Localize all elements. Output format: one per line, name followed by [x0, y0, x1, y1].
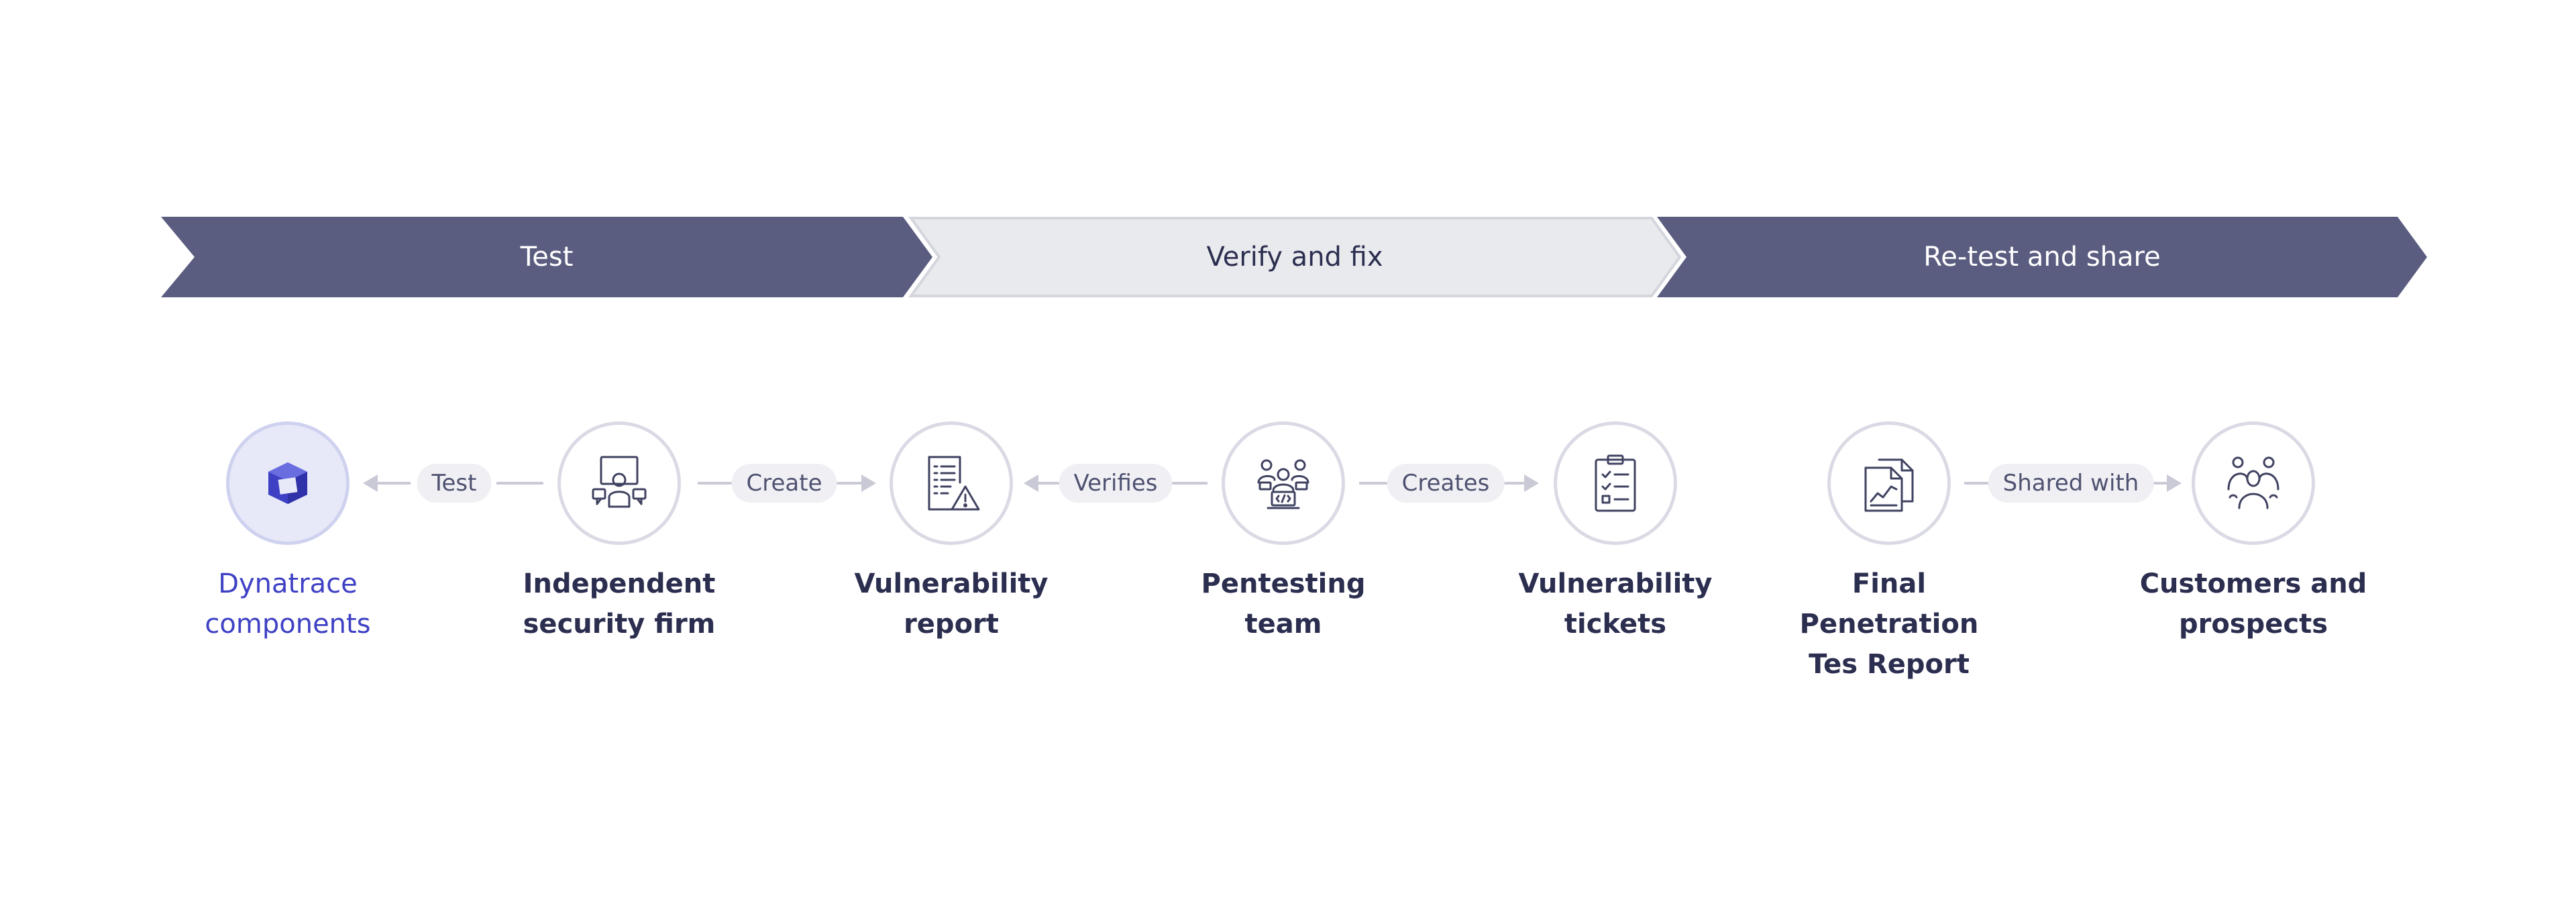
label-line: security firm	[523, 609, 716, 640]
phase-retest-shape	[1657, 217, 2427, 297]
edge-label-verifies: Verifies	[1059, 464, 1173, 503]
edge-label-creates: Creates	[1387, 464, 1505, 503]
label-pentesting-team: Pentesting team	[1163, 564, 1404, 644]
phase-retest-label: Re-test and share	[1923, 242, 2161, 272]
label-independent-security-firm: Independent security firm	[498, 564, 740, 644]
edge-label-create: Create	[731, 464, 837, 503]
node-vulnerability-report[interactable]	[890, 421, 1013, 545]
label-line: Pentesting	[1201, 568, 1366, 599]
label-line: prospects	[2178, 609, 2328, 640]
label-line: Vulnerability	[854, 568, 1049, 599]
team-code-icon	[1257, 459, 1309, 509]
presenter-icon	[592, 456, 647, 508]
node-vulnerability-tickets[interactable]	[1554, 421, 1677, 545]
label-line: Independent	[523, 568, 716, 599]
node-final-penetration-report[interactable]	[1827, 421, 1951, 545]
phase-test-shape	[161, 217, 932, 297]
label-customers-and-prospects: Customers and prospects	[2133, 564, 2374, 644]
edge-label-shared-with: Shared with	[1988, 464, 2154, 503]
label-line: Dynatrace	[218, 568, 358, 599]
node-customers-and-prospects[interactable]	[2192, 421, 2315, 545]
label-line: tickets	[1564, 609, 1667, 640]
label-line: team	[1244, 609, 1322, 640]
label-final-penetration-report: Final Penetration Tes Report	[1768, 564, 2010, 685]
edge-label-test: Test	[417, 464, 492, 503]
arrowhead-left	[1024, 474, 1038, 492]
phase-verify-shape	[908, 217, 1682, 297]
label-line: Customers and	[2139, 568, 2367, 599]
dynatrace-cube-icon	[268, 462, 307, 504]
label-vulnerability-report: Vulnerability report	[830, 564, 1072, 644]
node-independent-security-firm[interactable]	[557, 421, 681, 545]
arrowhead-right	[1524, 474, 1539, 492]
label-dynatrace-components: Dynatrace components	[167, 564, 409, 644]
label-line: components	[205, 609, 371, 640]
label-line: Tes Report	[1809, 649, 1970, 680]
arrowhead-left	[363, 474, 378, 492]
arrowhead-right	[861, 474, 876, 492]
node-dynatrace-components[interactable]	[226, 421, 350, 545]
clipboard-checklist-icon	[1595, 454, 1636, 512]
arrowhead-right	[2167, 474, 2182, 492]
phase-verify-label: Verify and fix	[1206, 242, 1383, 272]
label-line: report	[904, 609, 999, 640]
label-line: Vulnerability	[1518, 568, 1713, 599]
label-line: Final Penetration	[1799, 568, 1979, 640]
group-icon	[2227, 456, 2279, 509]
node-pentesting-team[interactable]	[1222, 421, 1345, 545]
phase-test-label: Test	[520, 242, 574, 272]
label-vulnerability-tickets: Vulnerability tickets	[1495, 564, 1736, 644]
documents-chart-icon	[1864, 458, 1914, 512]
report-warning-icon	[928, 456, 980, 511]
